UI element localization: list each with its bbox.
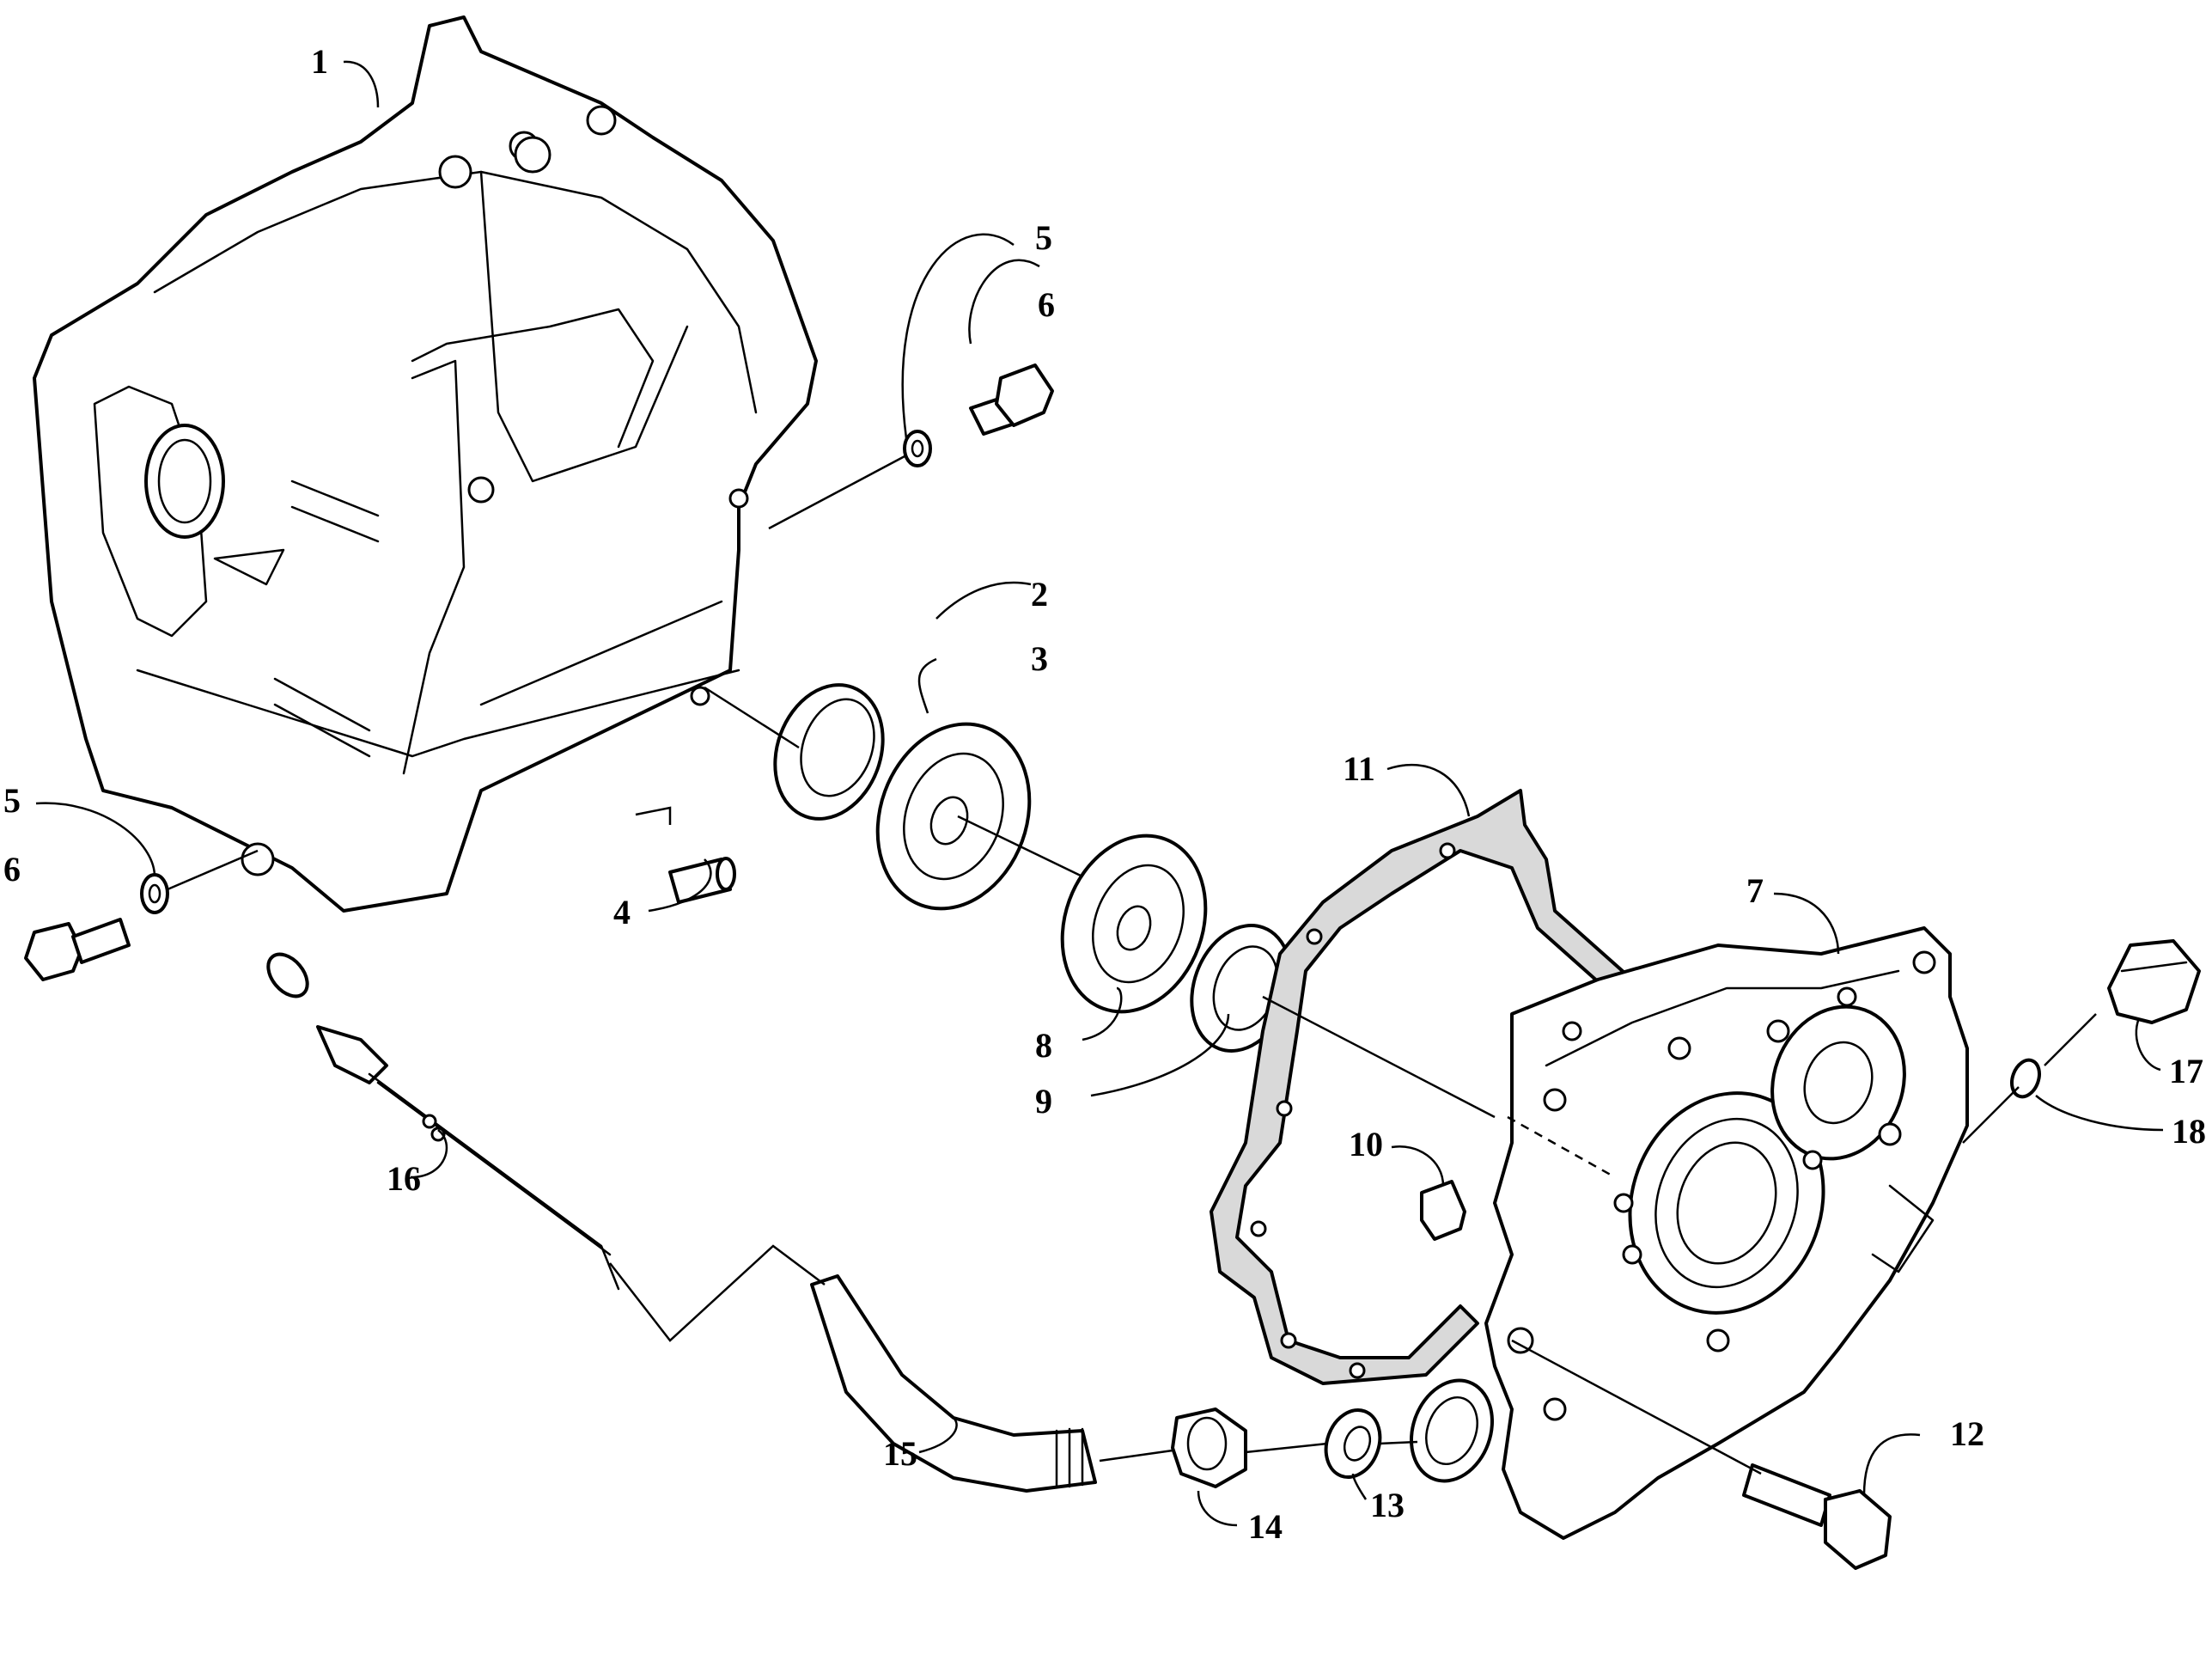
callout-5-upper: 5 [1035,218,1052,257]
crankcase-housing [33,15,818,913]
callout-2: 2 [1031,575,1048,614]
bolt-6-lower [24,918,131,981]
callout-15: 15 [883,1434,917,1473]
nut-14 [1171,1408,1247,1488]
washer-5-lower [140,873,169,914]
bolt-12 [1742,1463,1892,1570]
drain-plug-17 [2107,939,2201,1024]
callout-labels: 1 2 3 4 5 6 5 6 7 8 9 10 11 12 13 14 15 … [3,42,2206,1546]
oil-seal-2 [773,683,885,821]
crankcase-cover-7 [1484,926,1969,1540]
filler-tube-15 [810,1274,1097,1493]
callout-8: 8 [1035,1026,1052,1065]
callout-6-upper: 6 [1038,285,1055,324]
callout-12: 12 [1950,1414,1984,1453]
callout-1: 1 [311,42,328,81]
bearing-3 [875,722,1032,911]
callout-10: 10 [1349,1125,1383,1163]
plug-10 [1420,1180,1466,1241]
callout-4: 4 [613,893,631,931]
callout-14: 14 [1248,1507,1283,1546]
callout-9: 9 [1035,1082,1052,1121]
dipstick-16 [266,952,620,1291]
callout-6-lower: 6 [3,850,21,889]
bearing-8 [1060,834,1208,1014]
dowel-pin-4 [668,857,736,904]
filler-boss [1409,1378,1495,1483]
callout-16: 16 [387,1159,421,1198]
callout-11: 11 [1343,749,1375,788]
callout-17: 17 [2169,1052,2203,1090]
bolt-6-upper [969,363,1054,436]
callout-5-lower: 5 [3,781,21,820]
washer-5-upper [903,430,932,467]
callout-3: 3 [1031,639,1048,678]
callout-13: 13 [1370,1486,1405,1524]
alignment-lines [167,454,2097,1475]
callout-leaders [35,60,2164,1527]
washer-13 [1324,1408,1382,1479]
callout-18: 18 [2172,1112,2206,1151]
callout-7: 7 [1746,871,1764,910]
gasket-11 [1210,789,1634,1385]
